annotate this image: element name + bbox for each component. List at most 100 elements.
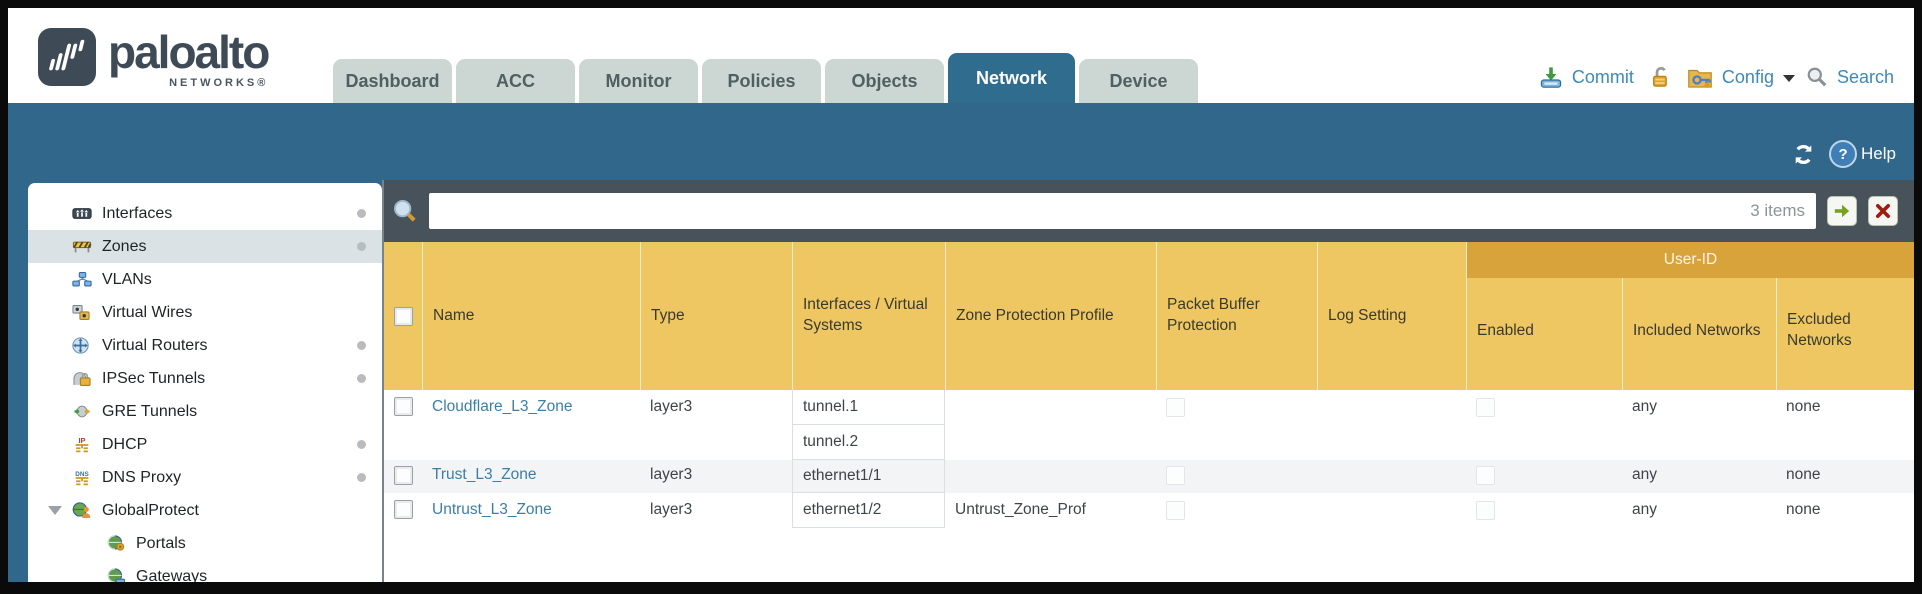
- sidebar-item-ipsec-tunnels[interactable]: IPSec Tunnels: [28, 362, 382, 395]
- interface-entry[interactable]: ethernet1/1: [792, 460, 945, 493]
- search-button[interactable]: Search: [1836, 66, 1894, 87]
- col-enabled[interactable]: Enabled: [1466, 242, 1622, 390]
- zone-type-cell: layer3: [650, 501, 693, 518]
- interface-entry[interactable]: tunnel.1: [792, 390, 945, 425]
- enabled-checkbox[interactable]: [1476, 398, 1495, 417]
- help-label[interactable]: Help: [1861, 144, 1896, 163]
- sidebar-item-vlans[interactable]: VLANs: [28, 263, 382, 296]
- sidebar-item-dhcp[interactable]: IP DHCP: [28, 428, 382, 461]
- commit-icon[interactable]: [1539, 65, 1563, 89]
- zone-interfaces-cell: ethernet1/1: [792, 460, 945, 493]
- zone-name-cell: Trust_L3_Zone: [422, 460, 640, 493]
- zone-name-link[interactable]: Trust_L3_Zone: [432, 466, 537, 483]
- col-log-setting[interactable]: Log Setting: [1317, 242, 1466, 390]
- network-sidebar: Interfaces Zones VLANs: [28, 183, 382, 582]
- green-arrow-icon: [1834, 204, 1850, 218]
- sidebar-item-dns-proxy[interactable]: DNS DNS Proxy: [28, 461, 382, 494]
- svg-text:IP: IP: [78, 436, 85, 445]
- tab-network[interactable]: Network: [948, 53, 1075, 103]
- enabled-cell: [1466, 460, 1622, 493]
- zone-name-link[interactable]: Cloudflare_L3_Zone: [432, 398, 573, 415]
- enabled-checkbox[interactable]: [1476, 466, 1495, 485]
- interface-entry[interactable]: ethernet1/2: [792, 493, 945, 528]
- packet-buffer-checkbox[interactable]: [1166, 501, 1185, 520]
- excluded-networks-cell: none: [1786, 501, 1821, 518]
- main-nav-tabs: Dashboard ACC Monitor Policies Objects N…: [333, 53, 1198, 103]
- zone-name-link[interactable]: Untrust_L3_Zone: [432, 501, 552, 518]
- interface-entry[interactable]: tunnel.2: [792, 425, 945, 460]
- sidebar-item-gateways[interactable]: Gateways: [28, 560, 382, 582]
- sidebar-item-label: Gateways: [136, 567, 208, 583]
- config-menu[interactable]: Config: [1721, 66, 1774, 87]
- enabled-checkbox[interactable]: [1476, 501, 1495, 520]
- row-checkbox[interactable]: [393, 397, 413, 416]
- tab-dashboard[interactable]: Dashboard: [333, 59, 452, 103]
- sidebar-item-label: DNS Proxy: [102, 468, 182, 486]
- col-excluded-networks[interactable]: Excluded Networks: [1776, 242, 1914, 390]
- zone-name-cell: Untrust_L3_Zone: [422, 493, 640, 528]
- select-all-checkbox[interactable]: [393, 306, 413, 326]
- col-name[interactable]: Name: [422, 242, 640, 390]
- sidebar-item-globalprotect[interactable]: GlobalProtect: [28, 494, 382, 527]
- filter-input[interactable]: [429, 193, 1816, 229]
- row-checkbox-cell: [384, 460, 422, 493]
- sidebar-item-label: Virtual Routers: [102, 336, 208, 354]
- packet-buffer-checkbox[interactable]: [1166, 398, 1185, 417]
- tab-acc[interactable]: ACC: [456, 59, 575, 103]
- sidebar-item-virtual-routers[interactable]: Virtual Routers: [28, 329, 382, 362]
- header-actions: Commit Config: [1539, 65, 1894, 89]
- collapse-triangle-icon[interactable]: [48, 506, 62, 515]
- zone-interfaces-cell: tunnel.1 tunnel.2: [792, 390, 945, 460]
- apply-filter-button[interactable]: [1827, 196, 1857, 226]
- table-row: Cloudflare_L3_Zone layer3 tunnel.1 tunne…: [384, 390, 1914, 460]
- sidebar-item-label: GlobalProtect: [102, 501, 199, 519]
- status-dot: [357, 473, 366, 482]
- paloalto-logo: paloalto NETWORKS®: [38, 28, 270, 89]
- lock-icon[interactable]: [1649, 66, 1672, 89]
- clear-filter-button[interactable]: [1868, 196, 1898, 226]
- row-checkbox[interactable]: [393, 500, 413, 519]
- config-caret-icon[interactable]: [1782, 75, 1795, 82]
- commit-button[interactable]: Commit: [1571, 66, 1634, 87]
- help-icon[interactable]: ?: [1829, 140, 1858, 168]
- enabled-cell: [1466, 493, 1622, 528]
- filter-search-icon: [394, 200, 416, 222]
- col-included-networks[interactable]: Included Networks: [1622, 242, 1776, 390]
- refresh-icon[interactable]: [1791, 142, 1816, 167]
- log-setting-cell: [1317, 493, 1466, 528]
- app-window: paloalto NETWORKS® Dashboard ACC Monitor…: [8, 8, 1914, 582]
- table-header: Name Type Interfaces / Virtual Systems Z…: [384, 242, 1914, 390]
- tab-policies[interactable]: Policies: [702, 59, 821, 103]
- zones-icon: [72, 238, 94, 256]
- filter-bar: 3 items: [384, 180, 1914, 242]
- virtual-wires-icon: [72, 304, 94, 322]
- items-count: 3 items: [1750, 201, 1805, 220]
- search-icon[interactable]: [1806, 66, 1828, 88]
- sidebar-item-label: GRE Tunnels: [102, 402, 198, 420]
- row-checkbox[interactable]: [393, 466, 413, 485]
- virtual-routers-icon: [72, 337, 94, 355]
- zone-type-cell: layer3: [650, 398, 693, 415]
- packet-buffer-checkbox[interactable]: [1166, 466, 1185, 485]
- svg-text:DNS: DNS: [75, 471, 88, 478]
- sidebar-item-portals[interactable]: Portals: [28, 527, 382, 560]
- col-zone-protection-profile[interactable]: Zone Protection Profile: [945, 242, 1156, 390]
- zone-protection-cell: [945, 390, 1156, 460]
- col-type[interactable]: Type: [640, 242, 792, 390]
- sidebar-item-gre-tunnels[interactable]: GRE Tunnels: [28, 395, 382, 428]
- tab-monitor[interactable]: Monitor: [579, 59, 698, 103]
- sidebar-item-virtual-wires[interactable]: Virtual Wires: [28, 296, 382, 329]
- select-all-cell: [384, 242, 422, 390]
- col-packet-buffer-protection[interactable]: Packet Buffer Protection: [1156, 242, 1317, 390]
- config-icon[interactable]: [1687, 65, 1713, 89]
- globalprotect-icon: [72, 502, 94, 520]
- tab-objects[interactable]: Objects: [825, 59, 944, 103]
- col-interfaces[interactable]: Interfaces / Virtual Systems: [792, 242, 945, 390]
- status-dot: [357, 209, 366, 218]
- red-x-icon: [1876, 204, 1890, 218]
- zones-table: Name Type Interfaces / Virtual Systems Z…: [384, 242, 1914, 582]
- tab-device[interactable]: Device: [1079, 59, 1198, 103]
- sidebar-item-zones[interactable]: Zones: [28, 230, 382, 263]
- sidebar-item-interfaces[interactable]: Interfaces: [28, 197, 382, 230]
